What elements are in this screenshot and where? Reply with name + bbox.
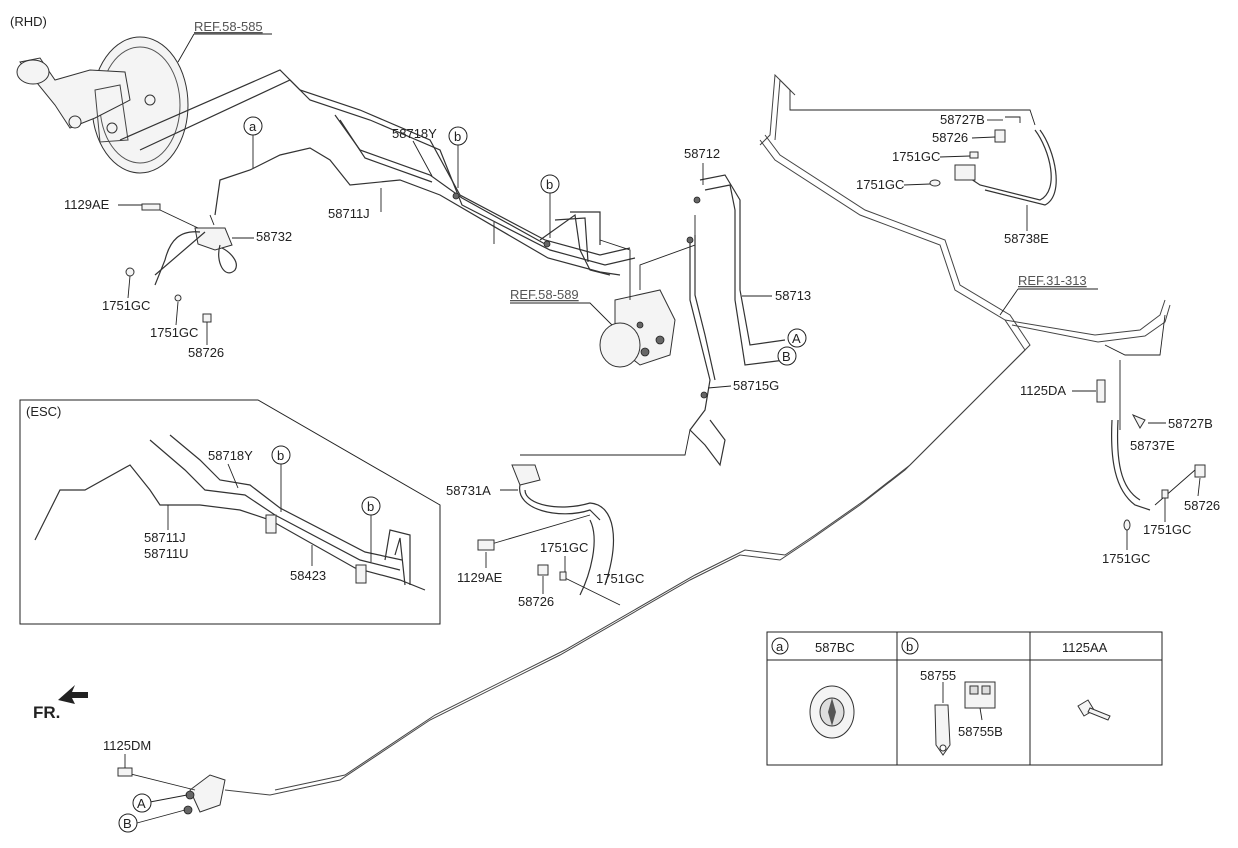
proportioning-valve xyxy=(125,203,237,323)
callout-1751GC-2: 1751GC xyxy=(150,325,198,340)
callout-58726-2: 58726 xyxy=(518,594,554,609)
callout-labels: 58718Y 58711J 1129AE 58732 1751GC 1751GC… xyxy=(64,112,1220,768)
marker-B-mid: B xyxy=(777,346,797,366)
legend-part-58755: 58755 xyxy=(920,668,956,683)
ref-fuel[interactable]: REF.31-313 xyxy=(1018,273,1087,288)
callout-58737E: 58737E xyxy=(1130,438,1175,453)
rear-right-hose-top xyxy=(929,116,1057,206)
callout-58726-3: 58726 xyxy=(932,130,968,145)
ref-hecu[interactable]: REF.58-589 xyxy=(510,287,579,302)
svg-text:A: A xyxy=(792,331,801,346)
marker-b-2: b xyxy=(540,174,560,238)
callout-1125DM: 1125DM xyxy=(103,738,151,753)
bolt-1125AA-icon xyxy=(1077,699,1111,721)
callout-1751GC-5: 1751GC xyxy=(892,149,940,164)
callout-58423-b: 58423 xyxy=(290,568,326,583)
legend-part-58755B: 58755B xyxy=(958,724,1003,739)
legend-part-1125AA: 1125AA xyxy=(1062,640,1108,655)
callout-1751GC-4: 1751GC xyxy=(596,571,644,586)
callout-58711J-a: 58711J xyxy=(328,206,370,221)
esc-inset: (ESC) xyxy=(19,399,441,625)
callout-58726-1: 58726 xyxy=(188,345,224,360)
legend-table: a 587BC b 1125AA 58755 58755B xyxy=(766,631,1163,766)
svg-text:b: b xyxy=(546,177,553,192)
callout-1129AE-a: 1129AE xyxy=(64,197,110,212)
main-pipes-top xyxy=(119,69,636,276)
callout-1125DA: 1125DA xyxy=(1020,383,1066,398)
front-hose-assembly xyxy=(477,429,691,606)
long-rear-pipe xyxy=(224,73,1171,796)
callout-58718Y-a: 58718Y xyxy=(392,126,437,141)
svg-text:B: B xyxy=(123,816,132,831)
marker-b-1: b xyxy=(448,126,468,188)
svg-text:A: A xyxy=(137,796,146,811)
callout-1751GC-7: 1751GC xyxy=(1143,522,1191,537)
svg-text:b: b xyxy=(367,499,374,514)
svg-text:b: b xyxy=(277,448,284,463)
marker-b-esc-1: b xyxy=(271,445,291,512)
legend-marker-a: a xyxy=(776,639,784,654)
callout-1751GC-8: 1751GC xyxy=(1102,551,1150,566)
callout-58711J-b: 58711J xyxy=(144,530,186,545)
variant-rhd-label: (RHD) xyxy=(10,14,47,29)
clip-587BC-icon xyxy=(809,685,855,739)
callout-58718Y-b: 58718Y xyxy=(208,448,253,463)
front-arrow: FR. xyxy=(33,685,88,722)
callout-58727B-2: 58727B xyxy=(1168,416,1213,431)
callout-58713: 58713 xyxy=(775,288,811,303)
rear-right-hose-bottom xyxy=(1096,379,1206,531)
front-label: FR. xyxy=(33,703,60,722)
callout-58738E: 58738E xyxy=(1004,231,1049,246)
callout-1751GC-3: 1751GC xyxy=(540,540,588,555)
svg-text:a: a xyxy=(249,119,257,134)
callout-58732: 58732 xyxy=(256,229,292,244)
marker-B-bottom: B xyxy=(118,813,138,833)
bracket-58755-icon xyxy=(934,681,996,756)
callout-1751GC-1: 1751GC xyxy=(102,298,150,313)
marker-b-esc-2: b xyxy=(361,496,381,562)
svg-text:B: B xyxy=(782,349,791,364)
legend-part-587BC: 587BC xyxy=(815,640,855,655)
hecu-module xyxy=(599,215,696,368)
marker-A-bottom: A xyxy=(132,793,152,813)
marker-a-top: a xyxy=(243,116,263,168)
brake-booster-assembly xyxy=(16,36,189,174)
callout-58711U: 58711U xyxy=(144,546,189,561)
front-bracket xyxy=(117,767,226,824)
callout-58731A: 58731A xyxy=(446,483,491,498)
ref-booster[interactable]: REF.58-585 xyxy=(194,19,263,34)
legend-marker-b: b xyxy=(906,639,913,654)
callout-58727B-1: 58727B xyxy=(940,112,985,127)
svg-text:b: b xyxy=(454,129,461,144)
marker-A-mid: A xyxy=(787,328,807,348)
center-right-pipes xyxy=(686,174,786,467)
callout-58726-4: 58726 xyxy=(1184,498,1220,513)
callout-1751GC-6: 1751GC xyxy=(856,177,904,192)
callout-58712: 58712 xyxy=(684,146,720,161)
esc-label: (ESC) xyxy=(26,404,61,419)
callout-58715G: 58715G xyxy=(733,378,779,393)
callout-1129AE-b: 1129AE xyxy=(457,570,503,585)
